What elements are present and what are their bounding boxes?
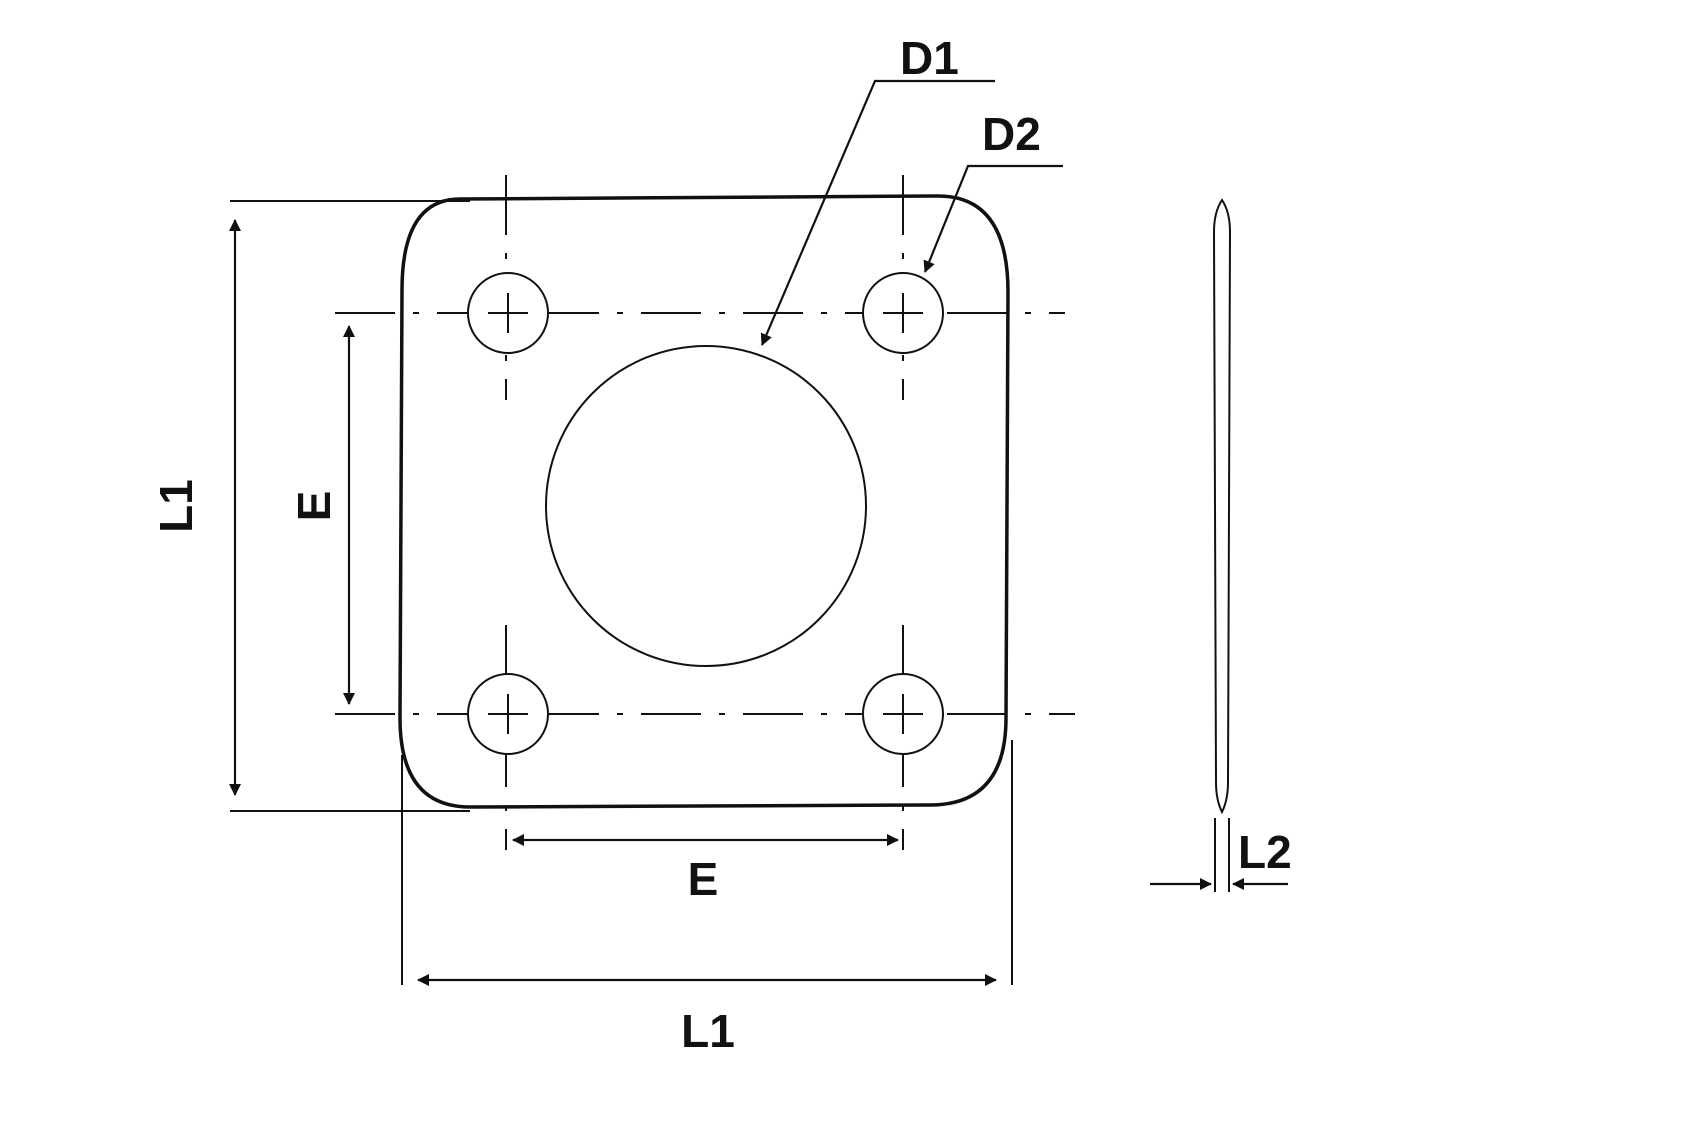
label-l2: L2 (1238, 826, 1292, 878)
label-l1-vertical: L1 (150, 479, 202, 533)
label-e-vertical: E (288, 491, 340, 522)
plate-outline (398, 194, 1010, 809)
label-d2: D2 (982, 108, 1041, 160)
label-d1: D1 (900, 32, 959, 84)
label-l1-horizontal: L1 (681, 1005, 735, 1057)
bolt-hole-crosshairs (488, 293, 923, 734)
side-view-profile (1212, 198, 1232, 815)
label-e-horizontal: E (688, 853, 719, 905)
leader-d2 (923, 164, 1063, 273)
center-bore (545, 345, 867, 667)
leader-d1 (760, 79, 995, 346)
